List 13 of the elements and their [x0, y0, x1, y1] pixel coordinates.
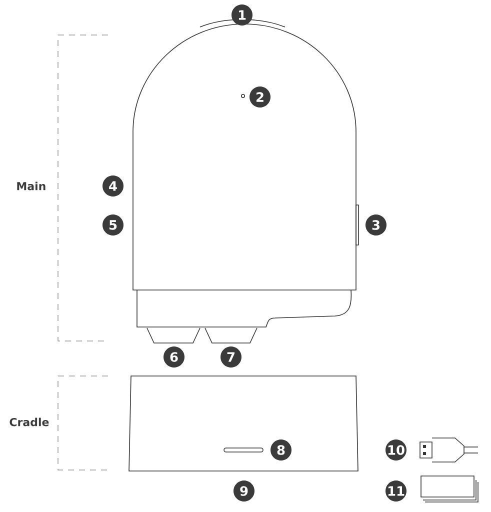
callout-number: 4 — [102, 176, 124, 196]
callout-number: 10 — [386, 440, 406, 460]
callout-number: 1 — [232, 4, 252, 26]
section-label: Cradle — [10, 418, 49, 426]
callout-number: 2 — [250, 86, 270, 108]
callout-number: 5 — [102, 214, 124, 236]
callout-number: 7 — [220, 346, 242, 368]
callout-number: 6 — [164, 346, 184, 368]
callout-number: 3 — [366, 214, 386, 236]
section-label: Main — [17, 182, 46, 190]
callout-number: 11 — [386, 480, 406, 502]
callout-number: 9 — [234, 480, 254, 502]
callout-number: 8 — [270, 440, 292, 460]
